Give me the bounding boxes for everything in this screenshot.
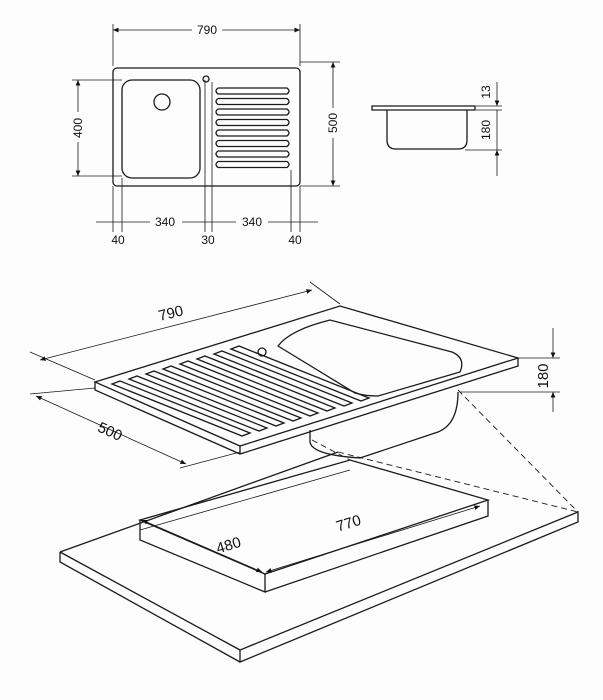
bowl-profile: [386, 110, 468, 150]
tap-hole-icon: [202, 75, 210, 83]
dim-bottom-4: 340: [242, 215, 262, 229]
dim-bottom-2: 340: [155, 215, 175, 229]
iso-drainer-rib: [178, 360, 320, 417]
dim-bottom-3: 30: [201, 233, 215, 247]
iso-dim-cutout-depth: 480: [214, 534, 243, 558]
iso-drainer-ribs: [110, 345, 371, 437]
dim-width: 790: [197, 23, 217, 37]
drainer-rib: [215, 129, 290, 137]
drainer-rib: [215, 118, 290, 127]
dim-rim: 13: [479, 85, 493, 99]
drainer-ribs: [215, 87, 290, 169]
top-view: 790 400 500 40 340 30 340 40: [70, 22, 341, 247]
dim-depth: 500: [326, 113, 340, 133]
side-view: 13 180: [371, 82, 502, 176]
iso-dim-width: 790: [157, 302, 185, 325]
iso-dim-depth: 500: [95, 419, 125, 445]
drainer-rib: [215, 160, 290, 169]
bowl-outline: [121, 79, 201, 179]
countertop-front: [239, 511, 579, 663]
dim-bottom-5: 40: [288, 233, 302, 247]
drainer-rib: [215, 139, 290, 148]
countertop-edge: [59, 451, 339, 553]
drain-icon: [153, 93, 171, 111]
dim-bottom-1: 40: [111, 233, 125, 247]
sink-outline: [112, 67, 301, 187]
iso-drainer-rib: [127, 375, 269, 432]
iso-drainer-rib: [161, 365, 303, 422]
rim: [371, 105, 476, 111]
iso-bowl-body: [309, 391, 459, 459]
drainer-rib: [215, 150, 290, 158]
iso-dim-cutout-width: 770: [334, 512, 363, 536]
drainer-rib: [215, 108, 290, 116]
cutout-depth: [139, 500, 489, 593]
drainer-rib: [215, 97, 290, 106]
dim-bowl-height: 180: [479, 120, 493, 140]
iso-drainer-rib: [144, 370, 286, 427]
iso-view: 790 500 180 770 480: [29, 281, 579, 663]
drainer-rib: [215, 87, 290, 95]
dim-bowl-span: 400: [71, 118, 85, 138]
iso-drainer-rib: [110, 380, 252, 437]
iso-dim-height: 180: [535, 363, 552, 388]
